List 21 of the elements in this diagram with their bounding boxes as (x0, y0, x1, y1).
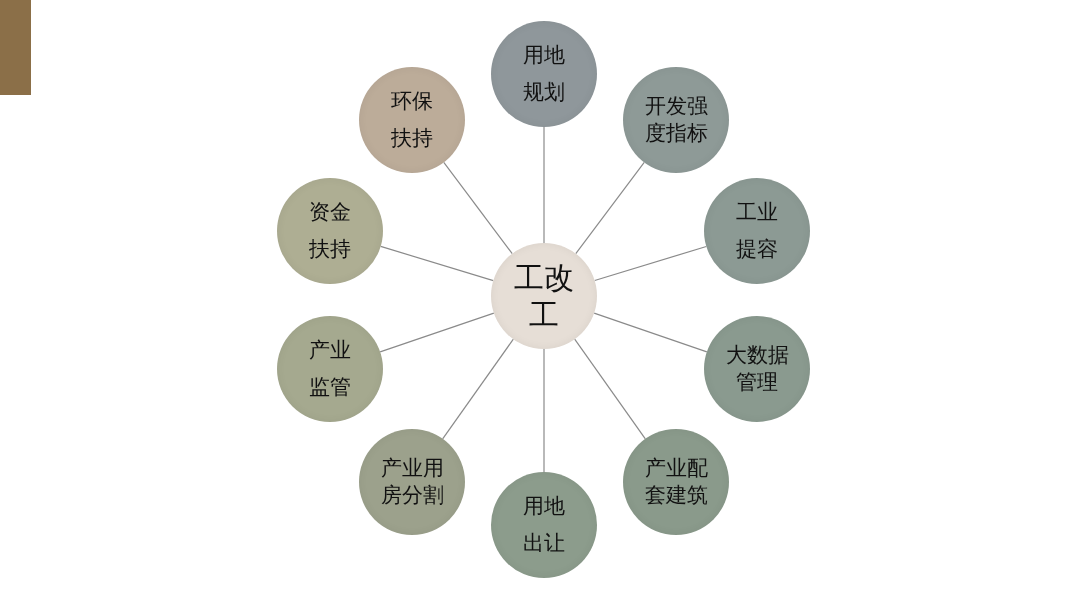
connector-line (593, 312, 708, 353)
connector-line (574, 338, 646, 440)
circle-label: 工业提容 (736, 199, 778, 263)
circle-label: 产业用房分割 (380, 454, 444, 509)
circle-label: 用地出让 (523, 493, 565, 557)
connector-line (575, 161, 645, 255)
circle-label: 开发强度指标 (644, 92, 708, 147)
circle-label: 环保扶持 (391, 88, 433, 152)
circle-label: 产业配套建筑 (644, 454, 708, 509)
connector-line (379, 312, 495, 353)
connector-line (443, 161, 513, 255)
circle-label: 产业监管 (309, 337, 351, 401)
connector-line (442, 338, 514, 440)
connector-line (543, 126, 545, 244)
circle-label: 用地规划 (523, 42, 565, 106)
circle-label: 大数据管理 (725, 341, 789, 396)
circle-label: 资金扶持 (309, 199, 351, 263)
connector-line (543, 348, 545, 473)
connector-line (380, 245, 494, 282)
circle-label: 工改工 (514, 258, 574, 334)
connector-line (594, 245, 707, 282)
